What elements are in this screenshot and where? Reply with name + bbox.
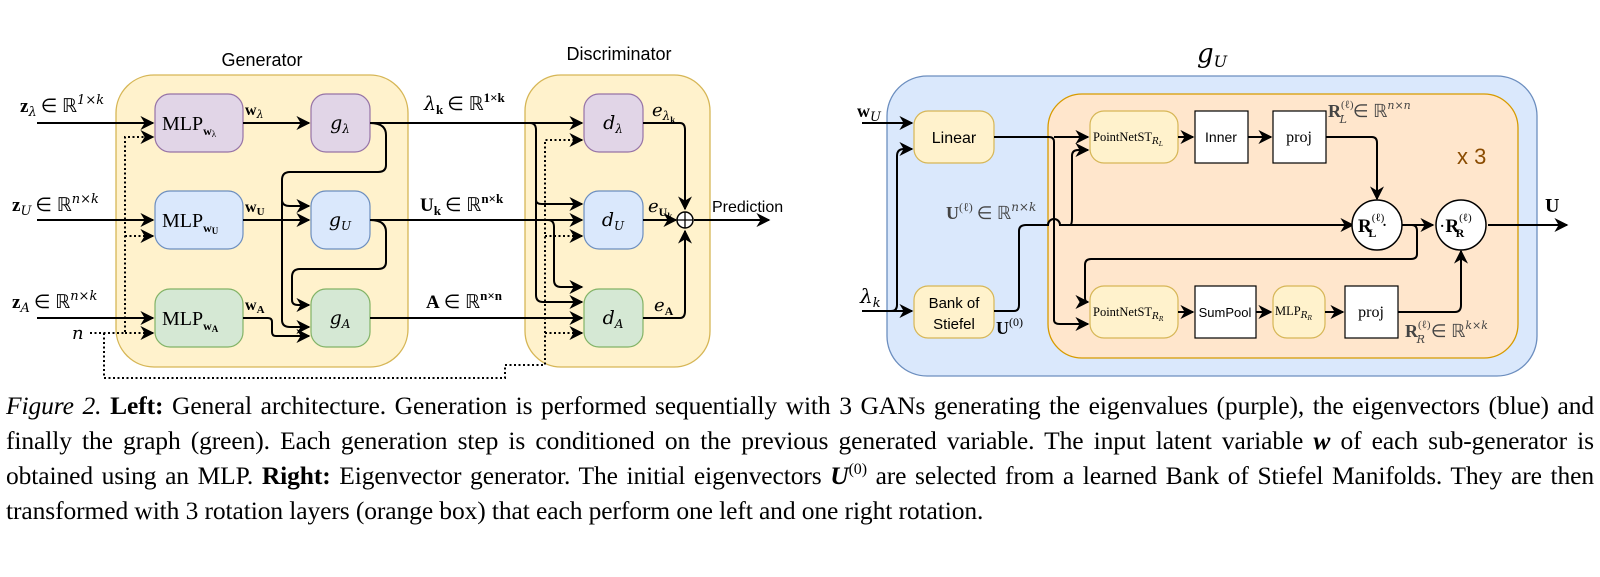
svg-text:gλ: gλ bbox=[330, 112, 350, 136]
pointnet-r-block: PointNetSTRR bbox=[1089, 285, 1179, 339]
rr-label: R(ℓ)R∈ ℝk×k bbox=[1405, 319, 1488, 346]
figure-2-diagram: Generator Discriminator zλ∈ ℝ1×k zU∈ ℝn×… bbox=[12, 39, 1569, 379]
input-z-a: zA∈ ℝn×k bbox=[12, 289, 97, 316]
svg-text:R(ℓ)R∈ ℝk×k: R(ℓ)R∈ ℝk×k bbox=[1405, 319, 1488, 346]
mlp-output-w-u: wU bbox=[245, 199, 265, 218]
svg-text:dλ: dλ bbox=[603, 112, 623, 136]
proj-r-block: proj bbox=[1344, 285, 1399, 339]
svg-text:MLPRR: MLPRR bbox=[1275, 304, 1312, 322]
left-rotation-node: R(ℓ)L· bbox=[1351, 199, 1403, 251]
generator-block-a: gA bbox=[310, 288, 371, 348]
svg-text:Stiefel: Stiefel bbox=[933, 316, 975, 333]
input-arrows bbox=[37, 116, 155, 325]
svg-text:Linear: Linear bbox=[932, 130, 977, 147]
gu-title: gU bbox=[1197, 39, 1228, 71]
embedding-e-a: eA bbox=[654, 295, 674, 318]
inner-block: Inner bbox=[1194, 110, 1249, 164]
u-superscript: (0) bbox=[848, 461, 867, 478]
prediction-label: Prediction bbox=[712, 199, 783, 216]
svg-text:MLPwU: MLPwU bbox=[162, 210, 219, 236]
svg-text:zλ∈ ℝ1×k: zλ∈ ℝ1×k bbox=[20, 93, 104, 120]
discriminator-title: Discriminator bbox=[566, 44, 671, 64]
svg-text:SumPool: SumPool bbox=[1199, 305, 1252, 320]
noise-n-connections bbox=[90, 130, 584, 379]
discriminator-block-u: dU bbox=[583, 190, 644, 250]
svg-text:PointNetSTRR: PointNetSTRR bbox=[1093, 305, 1164, 323]
svg-text:U(0): U(0) bbox=[996, 315, 1023, 338]
generator-to-discriminator-arrows bbox=[370, 116, 584, 325]
input-z-u: zU∈ ℝn×k bbox=[12, 192, 99, 219]
embedding-e-lambda: eλk bbox=[652, 100, 675, 125]
sum-node bbox=[676, 211, 694, 229]
right-label: Right: bbox=[261, 461, 331, 490]
caption-right-text-2: are selected from a learned Bank of Stie… bbox=[6, 461, 1594, 525]
mlp-block-lambda: MLPwλ bbox=[154, 93, 244, 153]
svg-text:zA∈ ℝn×k: zA∈ ℝn×k bbox=[12, 289, 97, 316]
svg-text:zU∈ ℝn×k: zU∈ ℝn×k bbox=[12, 192, 99, 219]
mlp-block-u: MLPwU bbox=[154, 190, 244, 250]
output-a: A∈ ℝn×n bbox=[426, 288, 503, 313]
svg-text:dU: dU bbox=[602, 209, 625, 233]
svg-text:λk∈ ℝ1×k: λk∈ ℝ1×k bbox=[423, 90, 506, 117]
rl-label: R(ℓ)L∈ ℝn×n bbox=[1328, 99, 1411, 126]
svg-text:R(ℓ)L∈ ℝn×n: R(ℓ)L∈ ℝn×n bbox=[1328, 99, 1411, 126]
input-lambda-k: λk bbox=[859, 284, 881, 311]
svg-text:gU: gU bbox=[1197, 39, 1228, 71]
svg-text:proj: proj bbox=[1358, 304, 1384, 321]
svg-text:MLPwλ: MLPwλ bbox=[162, 113, 217, 139]
mlp-r-block: MLPRR bbox=[1272, 285, 1326, 339]
output-u-label: U bbox=[1545, 195, 1559, 217]
right-rotation-node: ·R(ℓ)R bbox=[1435, 199, 1487, 251]
caption-left-text-2: of each sub-generator is obtained using … bbox=[6, 426, 1594, 490]
generator-block-lambda: gλ bbox=[310, 93, 371, 153]
svg-text:U(ℓ)∈ ℝn×k: U(ℓ)∈ ℝn×k bbox=[946, 200, 1036, 223]
svg-text:proj: proj bbox=[1286, 129, 1312, 146]
input-n: n bbox=[72, 323, 84, 344]
pointnet-l-block: PointNetSTRL bbox=[1089, 110, 1179, 164]
mlp-output-w-lambda: wλ bbox=[245, 102, 264, 121]
input-w-u: wU bbox=[857, 101, 882, 125]
svg-text:Bank of: Bank of bbox=[929, 295, 981, 312]
bank-of-stiefel-block: Bank of Stiefel bbox=[913, 285, 995, 339]
repeat-x3-label: x 3 bbox=[1457, 144, 1486, 169]
discriminator-block-a: dA bbox=[583, 288, 644, 348]
svg-text:dA: dA bbox=[603, 307, 624, 331]
caption-left-text-1: General architecture. Generation is perf… bbox=[6, 391, 1594, 455]
discriminator-to-sum-arrows bbox=[643, 122, 771, 319]
discriminator-block-lambda: dλ bbox=[583, 93, 644, 153]
figure-caption: Figure 2. Left: General architecture. Ge… bbox=[6, 388, 1594, 528]
mlp-block-a: MLPwA bbox=[154, 288, 244, 348]
output-u-k: Uk∈ ℝn×k bbox=[420, 191, 504, 218]
svg-text:PointNetSTRL: PointNetSTRL bbox=[1093, 130, 1163, 148]
output-lambda-k: λk∈ ℝ1×k bbox=[423, 90, 506, 117]
sumpool-block: SumPool bbox=[1194, 285, 1257, 339]
proj-l-block: proj bbox=[1272, 110, 1327, 164]
svg-text:eλk: eλk bbox=[652, 100, 675, 125]
svg-text:·R(ℓ)R: ·R(ℓ)R bbox=[1439, 212, 1472, 240]
caption-right-text-1: Eigenvector generator. The initial eigen… bbox=[330, 461, 831, 490]
svg-text:A∈ ℝn×n: A∈ ℝn×n bbox=[426, 288, 503, 313]
svg-text:eA: eA bbox=[654, 295, 674, 318]
ul-label: U(ℓ)∈ ℝn×k bbox=[946, 200, 1036, 223]
svg-text:MLPwA: MLPwA bbox=[162, 308, 219, 334]
svg-text:gU: gU bbox=[329, 209, 352, 233]
left-label: Left: bbox=[110, 391, 164, 420]
generator-block-u: gU bbox=[310, 190, 371, 250]
linear-block: Linear bbox=[913, 110, 995, 164]
gu-arrows bbox=[862, 116, 1569, 331]
svg-text:R(ℓ)L·: R(ℓ)L· bbox=[1358, 212, 1388, 240]
mlp-to-generator-arrows bbox=[243, 116, 387, 343]
generator-title: Generator bbox=[221, 50, 302, 70]
svg-text:λk: λk bbox=[859, 284, 881, 311]
figure-label: Figure 2. bbox=[6, 391, 102, 420]
svg-text:Inner: Inner bbox=[1205, 129, 1237, 145]
svg-text:gA: gA bbox=[330, 307, 351, 331]
svg-text:wU: wU bbox=[857, 101, 882, 125]
u0-label: U(0) bbox=[996, 315, 1023, 338]
mlp-output-w-a: wA bbox=[245, 297, 265, 316]
input-z-lambda: zλ∈ ℝ1×k bbox=[20, 93, 104, 120]
u-symbol: U bbox=[830, 461, 849, 490]
svg-text:Uk∈ ℝn×k: Uk∈ ℝn×k bbox=[420, 191, 504, 218]
w-symbol: w bbox=[1313, 426, 1331, 455]
